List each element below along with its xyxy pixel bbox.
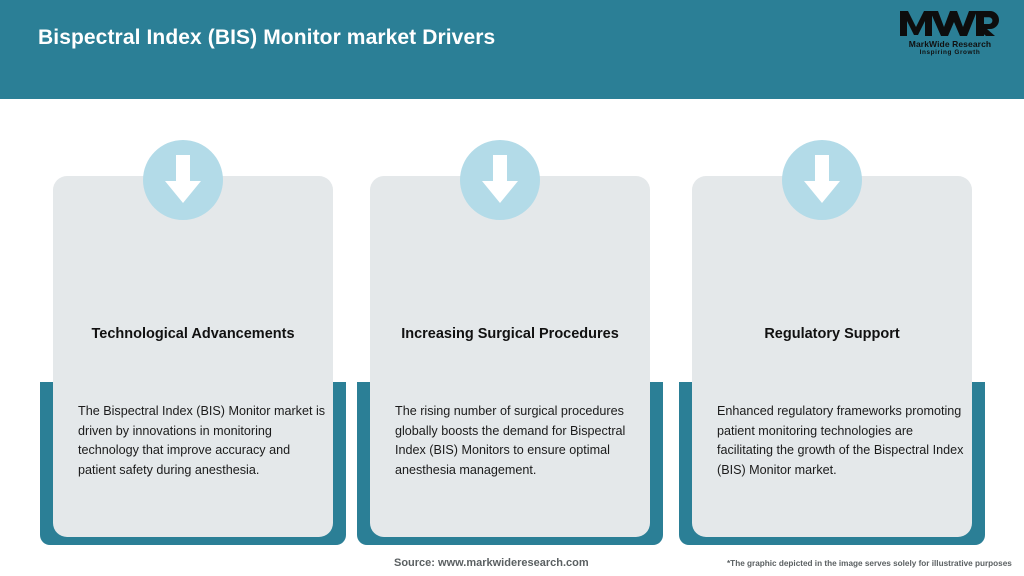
down-arrow-glyph (804, 155, 840, 203)
driver-card-body: Enhanced regulatory frameworks promoting… (717, 404, 964, 477)
driver-card-title: Technological Advancements (91, 326, 295, 342)
driver-card-title: Increasing Surgical Procedures (401, 326, 619, 342)
down-arrow-glyph (165, 155, 201, 203)
driver-card[interactable]: Technological Advancements The Bispectra… (53, 176, 333, 537)
mwr-logo-icon (900, 11, 999, 36)
drivers-card-grid: Technological Advancements The Bispectra… (0, 99, 1024, 576)
down-arrow-icon (143, 140, 223, 220)
source-label: Source: www.markwideresearch.com (394, 557, 589, 569)
disclaimer-note: *The graphic depicted in the image serve… (727, 559, 1012, 568)
driver-card-body: The Bispectral Index (BIS) Monitor marke… (78, 404, 326, 477)
driver-column-1: Technological Advancements The Bispectra… (40, 99, 346, 576)
driver-column-3: Regulatory Support Enhanced regulatory f… (679, 99, 985, 576)
logo-tagline: Inspiring Growth (919, 49, 981, 56)
driver-card[interactable]: Regulatory Support Enhanced regulatory f… (692, 176, 972, 537)
markwide-research-logo: MarkWide Research Inspiring Growth (898, 8, 1002, 60)
driver-column-2: Increasing Surgical Procedures The risin… (357, 99, 663, 576)
down-arrow-glyph (482, 155, 518, 203)
driver-card-body: The rising number of surgical procedures… (395, 404, 626, 477)
page-header: Bispectral Index (BIS) Monitor market Dr… (0, 0, 1024, 99)
driver-card-title: Regulatory Support (764, 326, 900, 342)
down-arrow-icon (460, 140, 540, 220)
logo-company-name: MarkWide Research (908, 39, 992, 49)
down-arrow-icon (782, 140, 862, 220)
page-title: Bispectral Index (BIS) Monitor market Dr… (38, 26, 496, 49)
driver-card[interactable]: Increasing Surgical Procedures The risin… (370, 176, 650, 537)
